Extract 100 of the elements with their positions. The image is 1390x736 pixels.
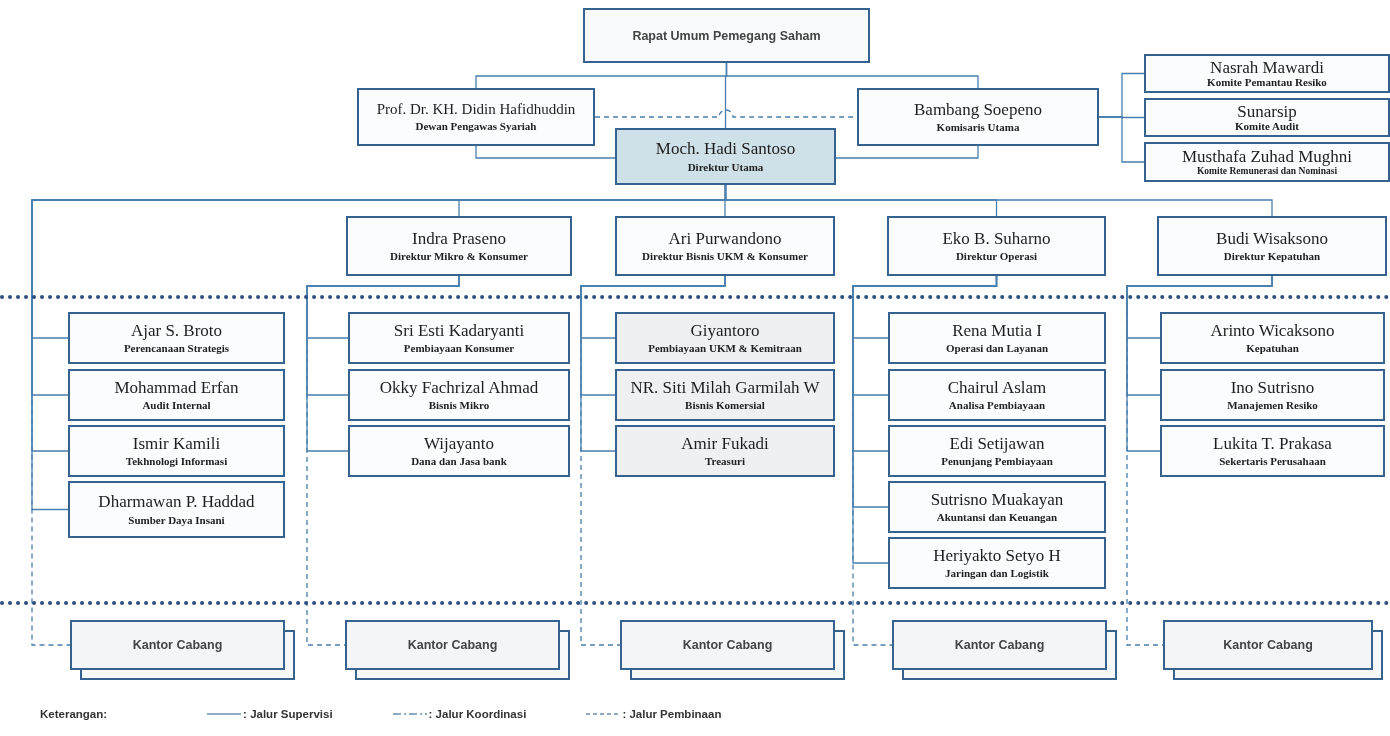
person-name: Ari Purwandono <box>668 229 782 248</box>
legend-text: : Jalur Koordinasi <box>428 708 527 720</box>
person-name: Ino Sutrisno <box>1230 378 1315 397</box>
branch-office-box <box>70 620 295 680</box>
person-name: Sri Esti Kadaryanti <box>393 321 525 340</box>
connector-line <box>724 62 728 129</box>
position-box <box>615 425 835 477</box>
job-title: Sumber Daya Insani <box>128 513 225 526</box>
job-title: Komite Audit <box>1235 120 1299 133</box>
position-box <box>615 128 836 185</box>
person-name: Heriyakto Setyo H <box>933 546 1061 565</box>
position-box <box>1144 142 1390 182</box>
person-name: Bambang Soepeno <box>914 100 1042 119</box>
person-name: Nasrah Mawardi <box>1210 58 1324 77</box>
position-box <box>348 312 570 364</box>
person-name: Eko B. Suharno <box>942 229 1051 248</box>
position-box <box>1160 312 1385 364</box>
position-box <box>1160 369 1385 421</box>
job-title: Analisa Pembiayaan <box>948 399 1046 412</box>
job-title: Dewan Pengawas Syariah <box>415 120 537 133</box>
job-title: Audit Internal <box>142 399 211 412</box>
position-box <box>348 369 570 421</box>
job-title: Komite Remunerasi dan Nominasi <box>1196 165 1338 177</box>
person-name: Indra Praseno <box>412 229 506 248</box>
person-name: Prof. Dr. KH. Didin Hafidhuddin <box>376 101 576 118</box>
position-box <box>857 88 1099 146</box>
position-box <box>1144 98 1390 137</box>
unit-name: Kantor Cabang <box>954 638 1045 652</box>
job-title: Direktur Operasi <box>955 250 1038 263</box>
position-box <box>1157 216 1387 276</box>
body-name: Rapat Umum Pemegang Saham <box>632 28 821 43</box>
legend-text: : Jalur Supervisi <box>243 708 333 720</box>
job-title: Jaringan dan Logistik <box>945 567 1049 580</box>
position-box <box>68 369 285 421</box>
person-name: Chairul Aslam <box>947 378 1047 397</box>
position-box <box>888 425 1106 477</box>
position-box <box>888 369 1106 421</box>
person-name: Amir Fukadi <box>681 434 769 453</box>
unit-name: Kantor Cabang <box>407 638 498 652</box>
person-name: Ismir Kamili <box>132 434 221 453</box>
person-name: Dharmawan P. Haddad <box>98 493 255 511</box>
position-box <box>888 481 1106 533</box>
person-name: Ajar S. Broto <box>130 321 223 340</box>
branch-office-box <box>1163 620 1383 680</box>
connector-line <box>852 275 998 646</box>
person-name: Mohammad Erfan <box>114 378 239 397</box>
job-title: Akuntansi dan Keuangan <box>936 511 1058 524</box>
position-box <box>583 8 870 63</box>
job-title: Direktur Utama <box>687 160 764 173</box>
person-name: Sunarsip <box>1237 102 1297 121</box>
job-title: Komisaris Utama <box>936 121 1020 134</box>
job-title: Pembiayaan Konsumer <box>403 342 515 355</box>
position-box <box>615 216 835 276</box>
position-box <box>346 216 572 276</box>
person-name: Budi Wisaksono <box>1216 229 1328 248</box>
position-box <box>68 425 285 477</box>
person-name: Wijayanto <box>423 434 495 453</box>
connector-line <box>835 145 979 159</box>
branch-office-box <box>892 620 1117 680</box>
legend-text: : Jalur Pembinaan <box>622 708 722 720</box>
position-box <box>887 216 1106 276</box>
legend-heading: Keterangan: <box>40 708 108 720</box>
person-name: Sutrisno Muakayan <box>930 490 1064 509</box>
job-title: Dana dan Jasa bank <box>411 455 507 468</box>
job-title: Perencanaan Strategis <box>123 342 230 355</box>
connector-line <box>1098 116 1145 163</box>
job-title: Bisnis Mikro <box>428 399 490 412</box>
unit-name: Kantor Cabang <box>682 638 773 652</box>
person-name: Edi Setijawan <box>949 434 1045 453</box>
unit-name: Kantor Cabang <box>132 638 223 652</box>
job-title: Sekertaris Perusahaan <box>1219 455 1326 468</box>
position-box <box>615 369 835 421</box>
person-name: Moch. Hadi Santoso <box>655 140 796 158</box>
person-name: NR. Siti Milah Garmilah W <box>630 378 820 397</box>
position-box <box>68 481 285 538</box>
branch-office-box <box>620 620 845 680</box>
job-title: Tekhnologi Informasi <box>125 455 228 468</box>
position-box <box>1144 54 1390 93</box>
job-title: Direktur Kepatuhan <box>1223 250 1321 263</box>
person-name: Lukita T. Prakasa <box>1213 434 1332 453</box>
person-name: Musthafa Zuhad Mughni <box>1182 147 1352 166</box>
job-title: Komite Pemantau Resiko <box>1207 76 1327 89</box>
job-title: Kepatuhan <box>1246 342 1299 355</box>
position-box <box>348 425 570 477</box>
position-box <box>888 312 1106 364</box>
job-title: Manajemen Resiko <box>1227 399 1318 412</box>
position-box <box>357 88 595 146</box>
connector-line <box>31 184 727 646</box>
job-title: Penunjang Pembiayaan <box>941 455 1053 468</box>
position-box <box>1160 425 1385 477</box>
job-title: Treasuri <box>705 455 745 468</box>
job-title: Bisnis Komersial <box>685 399 765 412</box>
position-box <box>615 312 835 364</box>
person-name: Giyantoro <box>690 321 760 340</box>
person-name: Arinto Wicaksono <box>1210 321 1335 340</box>
person-name: Rena Mutia I <box>952 321 1042 340</box>
person-name: Okky Fachrizal Ahmad <box>379 378 539 397</box>
job-title: Operasi dan Layanan <box>945 342 1049 355</box>
job-title: Direktur Bisnis UKM & Konsumer <box>642 250 808 263</box>
position-box <box>68 312 285 364</box>
